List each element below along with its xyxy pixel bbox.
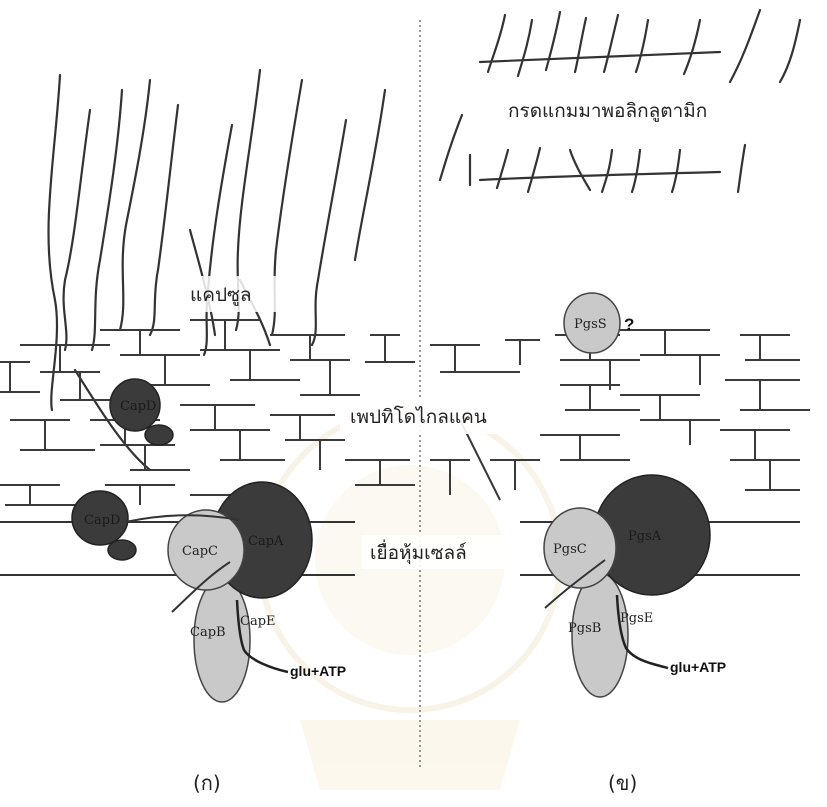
- capE-label: CapE: [240, 614, 276, 629]
- capA-label: CapA: [248, 534, 284, 549]
- glu-atp-right-label: glu+ATP: [670, 659, 726, 675]
- capD-bottom-label: CapD: [84, 513, 120, 528]
- capD-bottom-protein: CapD: [72, 491, 136, 560]
- peptidoglycan-region-label: เพปทิโดไกลแคน: [350, 405, 487, 428]
- panel-b-caption: (ข): [608, 771, 637, 795]
- pgsS-protein: PgsS ?: [564, 293, 634, 353]
- capsule-strands-left: [49, 70, 385, 470]
- pgsC-label: PgsC: [553, 542, 587, 557]
- capsule-region-label: แคปซูล: [190, 284, 252, 306]
- pgsB-label: PgsB: [568, 621, 601, 636]
- glu-atp-left-label: glu+ATP: [290, 663, 346, 679]
- capC-label: CapC: [182, 544, 218, 559]
- pgsS-label: PgsS: [574, 317, 607, 332]
- capD-top-label: CapD: [120, 399, 156, 414]
- capD-top-protein: CapD: [110, 379, 173, 445]
- pga-region-label: กรดแกมมาพอลิกลูตามิก: [508, 100, 707, 122]
- pgsB-protein: PgsB: [568, 573, 628, 697]
- pgsS-query-mark: ?: [624, 315, 634, 334]
- pgsC-protein: PgsC: [544, 508, 616, 588]
- capC-protein: CapC: [168, 510, 244, 590]
- pgsE-label: PgsE: [620, 611, 653, 626]
- pgsA-label: PgsA: [628, 529, 662, 544]
- cell-membrane-region-label: เยื่อหุ้มเซลล์: [370, 539, 467, 565]
- panel-a-caption: (ก): [193, 771, 221, 795]
- capB-label: CapB: [190, 625, 226, 640]
